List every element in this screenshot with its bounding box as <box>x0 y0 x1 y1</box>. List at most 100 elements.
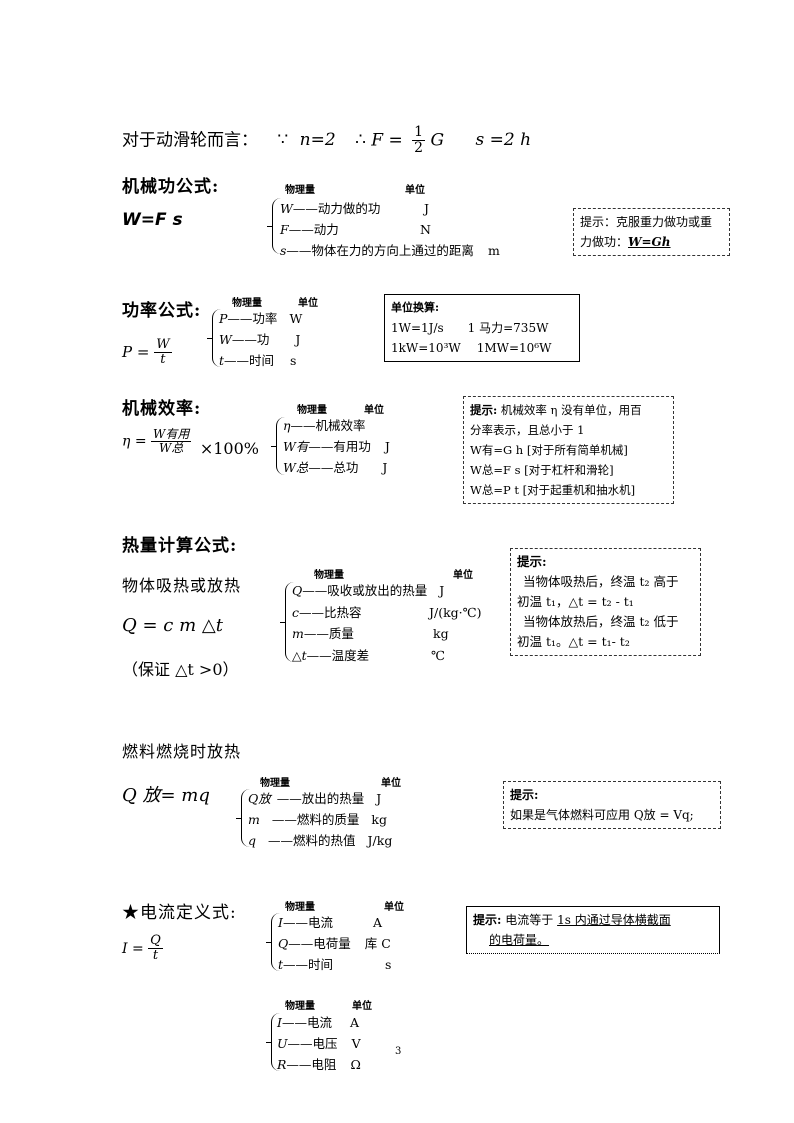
efficiency-brace <box>271 417 285 475</box>
times-100-percent: ×100% <box>199 438 259 458</box>
current-var-row: Q——电荷量库 C <box>278 936 391 951</box>
pulley-G: G <box>430 130 445 151</box>
efficiency-formula: η = W有用 W总 ×100% <box>122 427 259 458</box>
current-I: I = <box>122 940 144 957</box>
work-hdr-qty: 物理量 <box>285 185 315 196</box>
fuel-tip-line: 如果是气体燃料可应用 Q放 = Vq; <box>510 808 694 822</box>
ohm-hdr-qty: 物理量 <box>285 1001 315 1012</box>
power-P: P = <box>122 342 150 361</box>
current-formula: I = Q t <box>122 933 163 964</box>
work-formula: W=F s <box>122 210 183 230</box>
current-title: ★电流定义式: <box>122 903 237 923</box>
pulley-fraction: 1 2 <box>412 124 426 157</box>
ohm-brace <box>266 1013 280 1071</box>
efficiency-tip-line: W有=G h [对于所有简单机械] <box>470 443 628 457</box>
pulley-s: s =2 h <box>475 130 532 151</box>
work-tip-box: 提示：克服重力做功或重 力做功：W=Gh <box>573 208 730 256</box>
heat-var-row: △t——温度差℃ <box>292 647 445 663</box>
heat-subtitle: 物体吸热或放热 <box>122 576 242 595</box>
efficiency-tip-line: 分率表示，且总小于 1 <box>470 423 585 437</box>
fraction-denominator: t <box>160 352 166 368</box>
efficiency-hdr-qty: 物理量 <box>297 405 327 416</box>
current-hdr-qty: 物理量 <box>285 902 315 913</box>
heat-condition: （保证 △t >0） <box>122 660 239 679</box>
fraction-numerator: W <box>154 337 172 354</box>
fuel-hdr-unit: 单位 <box>381 778 401 789</box>
current-hdr-unit: 单位 <box>384 902 404 913</box>
heat-tip-line: 当物体放热后，终温 t₂ 低于 <box>523 614 679 629</box>
efficiency-tip-line: W总=F s [对于杠杆和滑轮] <box>470 463 614 477</box>
fraction-numerator: Q <box>148 933 163 950</box>
power-title: 功率公式: <box>122 301 202 321</box>
ohm-hdr-unit: 单位 <box>352 1001 372 1012</box>
fraction-numerator: W有用 <box>151 427 192 443</box>
efficiency-var-row: η——机械效率 <box>283 418 366 433</box>
efficiency-hdr-unit: 单位 <box>364 405 384 416</box>
heat-tip-line: 初温 t₁。△t = t₁- t₂ <box>517 634 630 649</box>
current-tip-box: 提示: 电流等于 1s 内通过导体横截面 的电荷量。 <box>466 906 720 954</box>
power-hdr-qty: 物理量 <box>232 298 262 309</box>
work-title: 机械功公式: <box>122 177 220 197</box>
conversion-title: 单位换算: <box>391 301 440 314</box>
therefore-symbol: ∴ <box>355 130 366 151</box>
fuel-tip-head: 提示: <box>510 788 539 802</box>
fraction-numerator: 1 <box>412 124 426 142</box>
eta-symbol: η = <box>122 433 147 450</box>
work-tip-line: 提示：克服重力做功或重 <box>580 215 713 229</box>
heat-hdr-unit: 单位 <box>453 570 473 581</box>
fuel-brace <box>236 789 250 847</box>
fuel-formula: Q 放= mq <box>122 785 210 806</box>
fraction-denominator: 2 <box>414 140 424 157</box>
heat-tip-head: 提示: <box>517 554 547 569</box>
page-number: 3 <box>395 1046 402 1057</box>
current-brace <box>266 913 280 971</box>
power-brace <box>207 309 221 367</box>
heat-hdr-qty: 物理量 <box>314 570 344 581</box>
heat-tip-line: 当物体吸热后，终温 t₂ 高于 <box>523 574 679 589</box>
current-tip-line: 提示: 电流等于 1s 内通过导体横截面 <box>473 913 671 927</box>
heat-tip-line: 初温 t₁，△t = t₂ - t₁ <box>517 594 634 609</box>
work-tip-line: 力做功：W=Gh <box>580 235 671 249</box>
fuel-title: 燃料燃烧时放热 <box>122 742 242 761</box>
pulley-line: 对于动滑轮而言： ∵ n=2 ∴ F = 1 2 G s =2 h <box>122 124 532 157</box>
power-formula: P = W t <box>122 337 172 368</box>
efficiency-tip-line: W总=P t [对于起重机和抽水机] <box>470 483 636 497</box>
efficiency-title: 机械效率: <box>122 399 202 419</box>
pulley-F: F = <box>371 130 403 151</box>
current-tip-line: 的电荷量。 <box>489 933 550 947</box>
pulley-n: n=2 <box>299 130 336 151</box>
power-fraction: W t <box>154 337 172 368</box>
fraction-denominator: t <box>152 948 159 964</box>
pulley-lead: 对于动滑轮而言： <box>122 130 258 151</box>
fuel-hdr-qty: 物理量 <box>260 778 290 789</box>
heat-formula: Q = c m △t <box>122 615 223 636</box>
heat-tip-box: 提示: 当物体吸热后，终温 t₂ 高于 初温 t₁，△t = t₂ - t₁ 当… <box>510 548 701 656</box>
